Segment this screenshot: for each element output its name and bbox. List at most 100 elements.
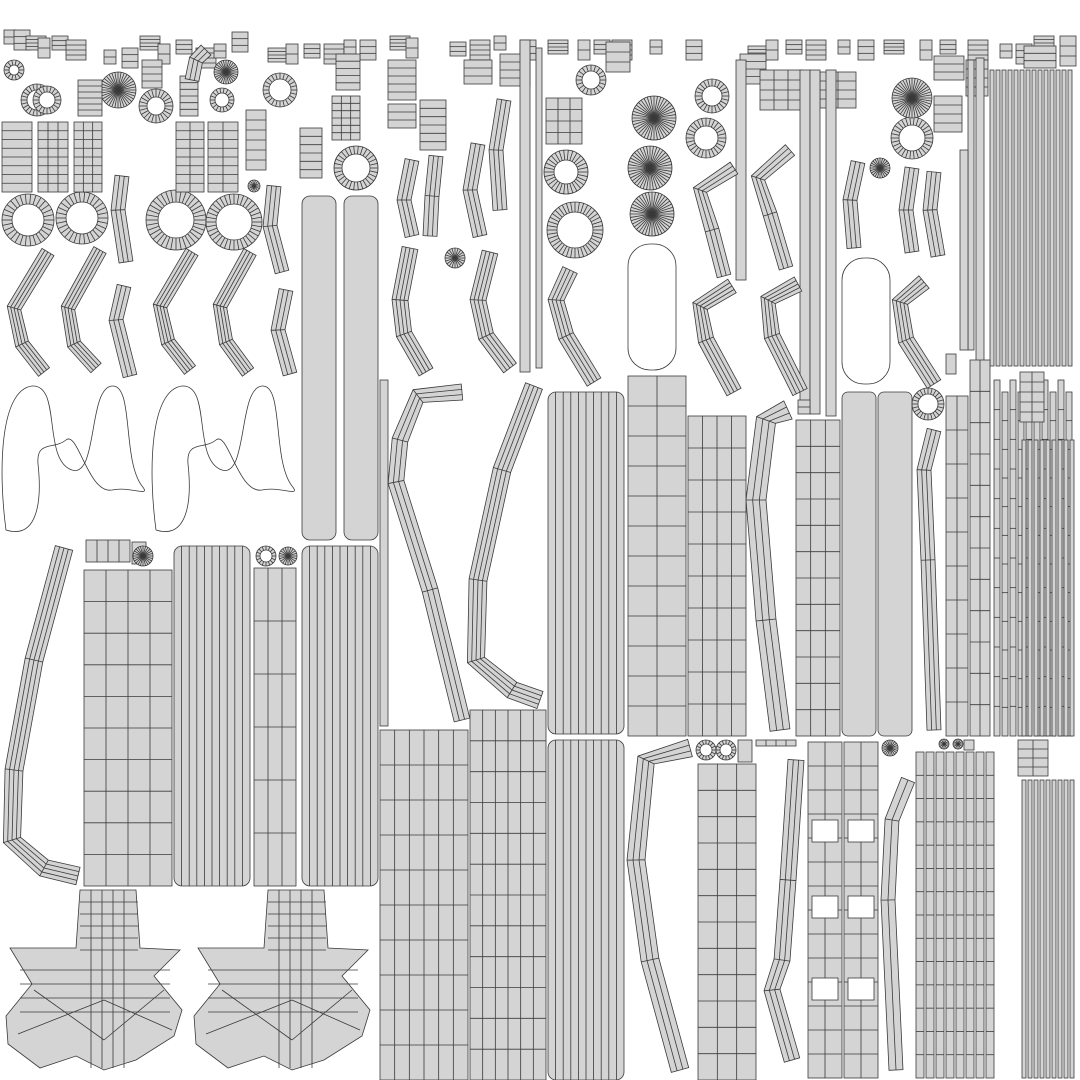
uv-ring-edge [32, 235, 37, 245]
uv-disc-edge [106, 75, 119, 91]
uv-edge [424, 195, 440, 197]
uv-disc-edge [872, 167, 881, 176]
uv-ring-edge [170, 190, 174, 203]
uv-disc-edge [630, 210, 653, 215]
uv-disc-edge [448, 249, 456, 259]
uv-ring-edge [160, 113, 165, 121]
uv-disc-edge [225, 71, 232, 83]
uv-ring-edge [571, 182, 578, 192]
uv-ring-edge [920, 147, 927, 154]
uv-ring-edge [219, 106, 222, 112]
uv-ring-edge [191, 228, 203, 236]
uv-edge [403, 248, 430, 371]
uv-disc-edge [632, 110, 655, 119]
uv-edge [779, 879, 797, 881]
uv-disc-edge [887, 740, 891, 749]
uv-disc-edge [117, 89, 136, 97]
uv-ring-edge [29, 194, 32, 205]
uv-disc-edge [225, 64, 236, 73]
uv-disc-edge [117, 89, 122, 108]
uv-ring-edge [561, 204, 568, 215]
uv-edge [189, 56, 203, 64]
uv-island [737, 739, 753, 763]
uv-disc-edge [877, 158, 881, 169]
uv-ring-hole [259, 549, 273, 563]
uv-ring-edge [693, 147, 699, 154]
uv-disc-edge [651, 213, 666, 233]
uv-disc-edge [653, 117, 668, 137]
uv-disc-edge [253, 185, 260, 189]
uv-disc-edge [280, 550, 289, 557]
uv-disc-edge [882, 747, 891, 751]
uv-disc-edge [651, 213, 660, 236]
uv-disc-edge [253, 185, 259, 191]
uv-island [1063, 779, 1069, 1079]
uv-ring-edge [577, 202, 580, 213]
uv-ring-edge [156, 196, 165, 207]
uv-disc-edge [892, 91, 913, 99]
uv-island [963, 739, 975, 751]
uv-disc-edge [911, 88, 931, 99]
uv-island [939, 39, 957, 55]
uv-disc-edge [108, 74, 119, 91]
uv-edge [477, 251, 511, 369]
uv-edge [842, 199, 858, 201]
uv-disc-edge [253, 183, 260, 187]
uv-ring-edge [29, 235, 32, 246]
uv-disc-edge [649, 157, 670, 169]
uv-disc-edge [218, 62, 227, 73]
uv-ring-edge [163, 97, 171, 102]
uv-ring-edge [147, 209, 160, 215]
uv-ring-edge [905, 117, 909, 126]
uv-island [735, 59, 747, 281]
uv-ring-edge [94, 227, 104, 234]
uv-ring-edge [215, 200, 223, 209]
uv-disc-edge [215, 71, 227, 78]
uv-island [1069, 439, 1075, 737]
uv-disc-edge [451, 248, 456, 259]
uv-ring-edge [344, 148, 350, 157]
uv-disc-edge [644, 192, 653, 215]
uv-disc-edge [634, 117, 655, 129]
uv-ring-edge [334, 170, 343, 173]
uv-island [1027, 779, 1033, 1079]
uv-edge [641, 957, 659, 963]
uv-disc-edge [451, 257, 456, 268]
uv-ring-edge [554, 209, 563, 218]
uv-disc-edge [216, 64, 227, 73]
uv-ring-edge [219, 88, 222, 94]
uv-edge [469, 299, 487, 301]
uv-ring-edge [73, 193, 78, 203]
uv-disc-edge [653, 117, 674, 129]
uv-ring-edge [575, 178, 585, 186]
uv-ring-edge [287, 77, 293, 83]
uv-ring-edge [10, 200, 18, 209]
uv-ring-edge [912, 399, 919, 402]
uv-edge [693, 187, 707, 193]
uv-ring-edge [60, 227, 70, 234]
uv-curved-strip [212, 248, 257, 377]
uv-disc-edge [631, 167, 651, 182]
uv-hole [811, 895, 839, 919]
uv-ring-edge [18, 71, 24, 75]
uv-disc-edge [142, 555, 151, 564]
uv-ring-edge [715, 145, 722, 151]
uv-island [1007, 69, 1013, 367]
uv-disc-edge [225, 62, 234, 73]
uv-ring-edge [348, 181, 353, 190]
uv-ring-edge [599, 74, 606, 78]
uv-edge [920, 559, 936, 561]
uv-ring-edge [6, 229, 16, 236]
uv-disc-edge [911, 97, 927, 113]
uv-edge [921, 429, 933, 731]
uv-island [1051, 779, 1057, 1079]
uv-ring-edge [275, 100, 278, 107]
uv-ring-edge [359, 181, 364, 190]
uv-ring-edge [913, 395, 920, 400]
uv-edge [222, 253, 254, 371]
uv-disc-edge [911, 97, 916, 118]
uv-curved-strip [745, 400, 793, 732]
uv-edge [903, 284, 938, 383]
uv-edge [10, 249, 46, 375]
uv-curved-strip [391, 246, 434, 377]
